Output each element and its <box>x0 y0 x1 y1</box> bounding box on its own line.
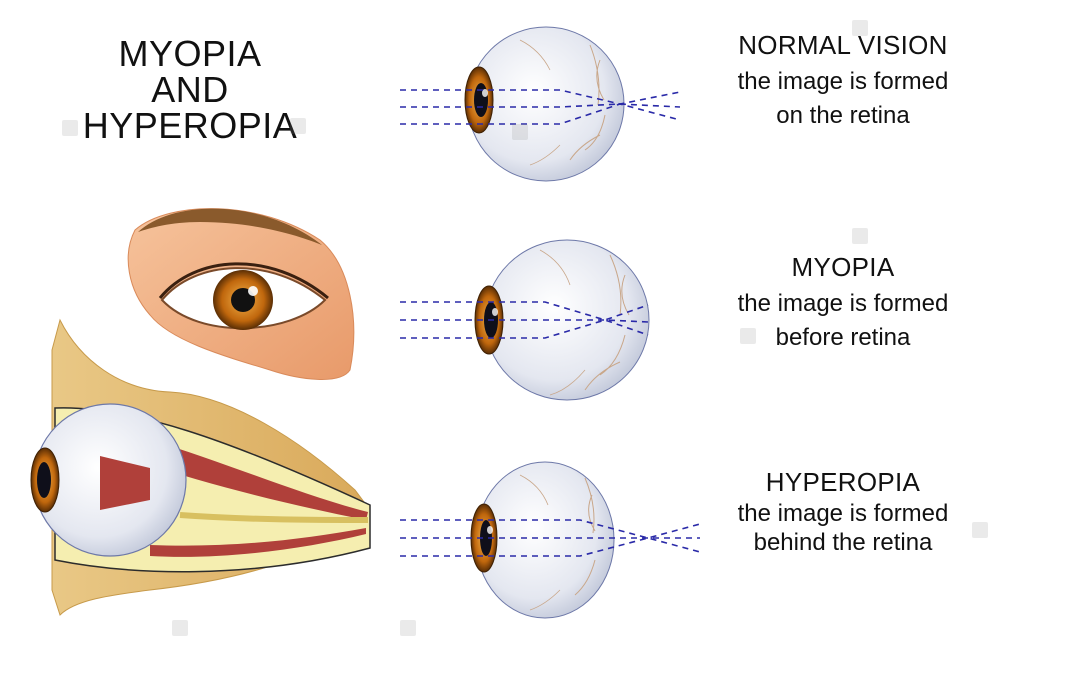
eye-socket-cross-section <box>30 318 371 616</box>
light-rays-normal <box>400 89 681 125</box>
heading-hyperopia: HYPEROPIA <box>765 467 921 497</box>
desc-normal-line-2: on the retina <box>776 102 910 129</box>
desc-myopia-line-2: before retina <box>775 324 911 351</box>
title-line-2: AND <box>151 69 229 110</box>
desc-hyperopia-line-1: the image is formed <box>737 500 949 527</box>
diagram-title: MYOPIA AND HYPEROPIA <box>70 36 310 144</box>
eye-myopia <box>400 239 650 401</box>
eye-hyperopia <box>400 461 701 619</box>
label-hyperopia: HYPEROPIA the image is formed behind the… <box>712 467 974 555</box>
eye-normal-vision <box>400 26 681 182</box>
desc-normal-line-1: the image is formed <box>737 68 949 95</box>
external-eye-illustration <box>127 208 355 380</box>
desc-myopia-line-1: the image is formed <box>737 290 949 317</box>
heading-normal-vision: NORMAL VISION <box>738 30 948 60</box>
desc-hyperopia-line-2: behind the retina <box>753 529 933 556</box>
watermark-overlay <box>62 20 988 636</box>
title-line-1: MYOPIA <box>118 33 262 74</box>
title-line-3: HYPEROPIA <box>82 105 298 146</box>
label-myopia: MYOPIA the image is formed before retina <box>712 252 974 350</box>
label-normal-vision: NORMAL VISION the image is formed on the… <box>712 30 974 128</box>
light-rays-myopia <box>400 301 649 339</box>
light-rays-hyperopia <box>400 519 701 557</box>
heading-myopia: MYOPIA <box>791 252 895 282</box>
